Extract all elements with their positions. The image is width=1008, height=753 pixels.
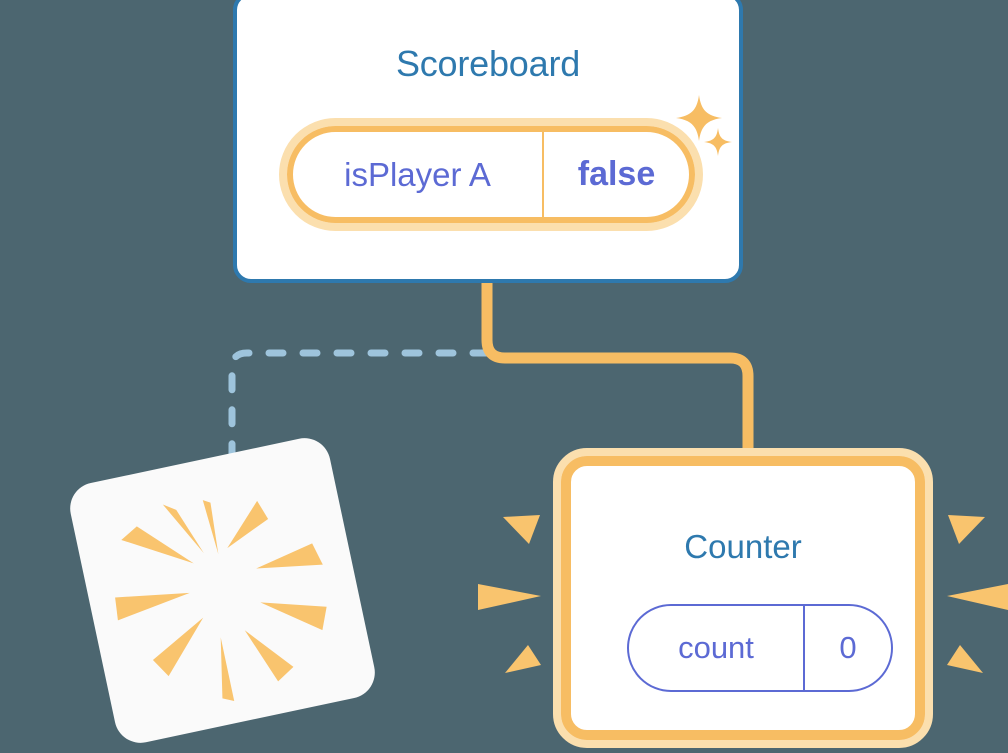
scoreboard-card[interactable]: Scoreboard isPlayer A false (233, 0, 743, 283)
scoreboard-state-pill[interactable]: isPlayer A false (279, 118, 703, 231)
scoreboard-title: Scoreboard (395, 43, 581, 84)
counter-ray-left-bottom (505, 645, 541, 673)
counter-ray-right-bottom (947, 645, 983, 673)
flash-card-burst-rays (115, 500, 327, 701)
counter-ray-right-mid (947, 584, 1008, 610)
counter-card-inner: Counter count 0 (561, 456, 925, 740)
counter-ray-left-top (503, 515, 540, 544)
counter-card[interactable]: Counter count 0 (553, 448, 933, 748)
counter-pill-key: count (629, 606, 805, 690)
scoreboard-pill-key: isPlayer A (293, 132, 544, 217)
scoreboard-pill-value: false (577, 155, 656, 193)
counter-ray-left-mid (478, 584, 541, 610)
counter-title: Counter (684, 528, 802, 565)
connector-solid-scoreboard-to-counter (481, 270, 754, 476)
connector-dashed-scoreboard-to-flash-card (228, 349, 491, 474)
flash-card[interactable] (65, 433, 380, 748)
scoreboard-pill-halo (279, 118, 703, 231)
counter-state-pill[interactable]: count 0 (627, 604, 893, 692)
counter-ray-right-top (948, 515, 985, 544)
scoreboard-pill-body[interactable]: isPlayer A false (287, 126, 695, 223)
sparkle-large-icon (676, 95, 722, 141)
counter-pill-value: 0 (839, 630, 857, 665)
sparkle-small-icon (704, 128, 732, 156)
